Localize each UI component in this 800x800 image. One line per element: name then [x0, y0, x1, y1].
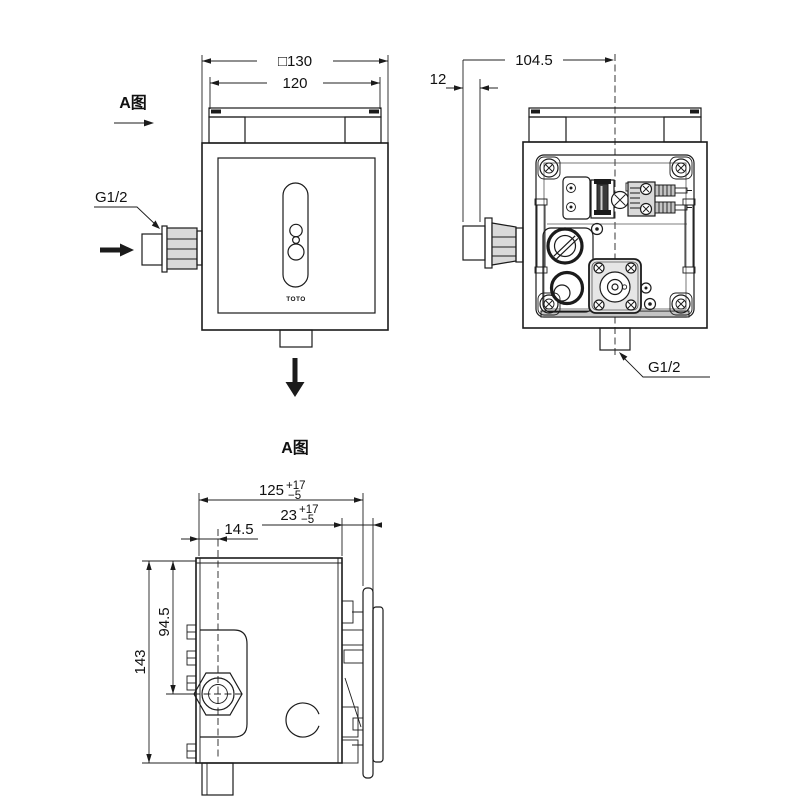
- small-screw: [643, 297, 657, 311]
- valve-block: [588, 258, 642, 314]
- side-housing: [200, 629, 248, 738]
- front-dim-inner-width-label: 120: [282, 75, 307, 92]
- valve-screw: [593, 299, 605, 311]
- front-dim-inner-width: 120: [209, 75, 381, 109]
- back-dim-inlet-to-center: 104.5: [462, 52, 614, 222]
- view-a-direction-arrow-icon: [114, 119, 154, 127]
- back-inlet-fitting: [462, 217, 524, 269]
- back-outlet-stub: [599, 327, 631, 351]
- valve-screw: [593, 262, 605, 274]
- solenoid-coil: [627, 181, 656, 217]
- diaphragm-cap: [546, 227, 584, 265]
- corner-screw: [539, 294, 559, 314]
- side-dim-inlet-height: 94.5: [156, 561, 196, 695]
- front-inlet-label: G1/2: [95, 189, 128, 206]
- corner-screw: [671, 294, 691, 314]
- sensor-window: [282, 182, 309, 288]
- inlet-hex-nut: [193, 672, 243, 716]
- side-view: A图 125 +17 −5 23 +17 −5 14.5: [132, 439, 384, 796]
- side-dim-wall: 23 +17 −5: [262, 504, 382, 605]
- back-left-rail: [534, 198, 548, 274]
- front-outlet-stub: [279, 329, 313, 348]
- wall-plate-assembly: [341, 587, 384, 779]
- side-dim-inlet-offset: 14.5: [181, 521, 258, 542]
- side-dim-total-height-label: 143: [132, 649, 149, 674]
- valve-screw: [625, 299, 637, 311]
- front-inlet-fitting: [141, 225, 203, 273]
- back-right-rail: [682, 198, 696, 274]
- corner-screw: [539, 158, 559, 178]
- back-dim-edge-offset: 12: [430, 71, 498, 222]
- side-dim-total-height: 143: [132, 560, 196, 764]
- front-dim-outer-square: □130: [201, 53, 389, 143]
- small-port: [640, 282, 652, 294]
- side-dim-depth-tol-lower: −5: [288, 490, 301, 502]
- side-view-title: A图: [281, 439, 309, 457]
- wall-plate-outer: [372, 606, 384, 763]
- side-dim-wall-label: 23: [280, 507, 297, 524]
- sensor-upper-lens: [289, 223, 303, 238]
- side-left-clips: [186, 624, 197, 759]
- snap-ring: [285, 702, 320, 738]
- sensor-middle-lens: [292, 236, 301, 245]
- sensor-lower-lens: [287, 243, 305, 261]
- corner-screw: [671, 158, 691, 178]
- small-screw: [590, 222, 604, 236]
- flow-out-arrow-icon: [285, 358, 305, 397]
- back-dim-edge-offset-label: 12: [430, 71, 447, 88]
- strainer-cap: [549, 270, 585, 306]
- corner-screws: [539, 158, 691, 314]
- terminal-studs: [654, 184, 692, 214]
- back-view: 104.5 12: [430, 52, 710, 378]
- side-dim-inlet-height-label: 94.5: [156, 607, 173, 636]
- valve-screw: [625, 262, 637, 274]
- side-dim-wall-tol-lower: −5: [301, 514, 314, 526]
- side-body-inner-lines: [196, 558, 342, 763]
- front-inlet-leader: [94, 206, 160, 229]
- mounting-bracket: [562, 176, 591, 220]
- wall-plate-inner: [362, 587, 374, 779]
- view-a-direction-label: A图: [119, 94, 147, 112]
- side-dim-depth: 125 +17 −5: [198, 480, 364, 586]
- side-dim-depth-tol-upper: +17: [286, 480, 306, 492]
- side-outlet-stub: [201, 762, 234, 796]
- solenoid-assembly: [590, 179, 692, 219]
- flow-in-arrow-icon: [100, 243, 134, 257]
- valve-port: [599, 271, 631, 303]
- front-dim-outer-square-label: □130: [278, 53, 312, 70]
- side-dim-depth-label: 125: [259, 482, 284, 499]
- back-outlet-label: G1/2: [648, 359, 681, 376]
- back-dim-inlet-to-center-label: 104.5: [515, 52, 553, 69]
- side-dim-inlet-offset-label: 14.5: [224, 521, 253, 538]
- front-view: □130 120 A图 G1/2: [94, 53, 389, 397]
- front-top-flange: [208, 107, 382, 144]
- adjust-screw: [610, 190, 630, 210]
- front-cover-panel: [217, 157, 376, 314]
- brand-logo: TOTO: [286, 296, 305, 303]
- back-outlet-leader: [619, 352, 710, 378]
- side-dim-wall-tol-upper: +17: [299, 504, 319, 516]
